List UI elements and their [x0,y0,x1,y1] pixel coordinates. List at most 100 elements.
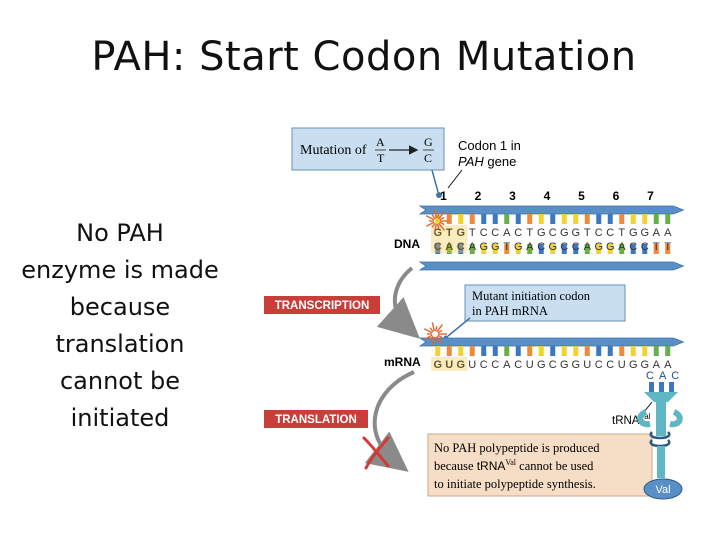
base-letter: C [514,359,522,371]
backbone [418,261,685,271]
base-tick [573,346,579,356]
codon-callout-line2: PAH gene [458,154,516,169]
base-tick [619,214,625,224]
base-letter: C [491,359,499,371]
base-letter: C [606,227,614,239]
mutation-burst-icon [423,322,447,346]
base-letter: G [629,227,638,239]
base-letter: T [526,227,533,239]
mutation-from-top: A [376,135,385,149]
base-letter: T [503,241,510,253]
base-tick [515,214,521,224]
translation-label: TRANSLATION [275,414,357,426]
codon-number: 6 [613,189,620,203]
base-tick [527,244,533,254]
base-letter: C [491,227,499,239]
base-letter: A [664,359,672,371]
base-letter: G [433,227,442,239]
translation-label-box [264,410,368,428]
mutation-box [291,127,445,171]
base-tick [446,346,452,356]
base-tick [630,214,636,224]
base-letter: T [469,227,476,239]
base-letter: A [618,241,626,253]
base-letter: G [560,359,569,371]
base-tick [469,214,475,224]
mutant-codon-line2: in PAH mRNA [472,304,548,318]
backbone [418,205,685,215]
base-letter: C [595,359,603,371]
base-letter: G [479,241,488,253]
codon-number: 4 [544,189,551,203]
base-tick [469,244,475,254]
side-text-line: enzyme is made [21,256,219,284]
base-tick [550,214,556,224]
first-codon-highlight [431,239,468,253]
base-tick [642,346,648,356]
base-tick [573,214,579,224]
base-letter: A [664,227,672,239]
side-text-line: No PAH [76,219,164,247]
base-letter: G [640,227,649,239]
side-text: No PAH enzyme is made because translatio… [20,215,220,437]
base-letter: A [653,227,661,239]
base-tick [458,346,464,356]
base-tick [665,214,671,224]
mutant-codon-line1: Mutant initiation codon [472,289,591,303]
base-letter: U [445,359,453,371]
base-letter: C [480,227,488,239]
backbone [418,337,685,347]
base-tick [561,346,567,356]
base-letter: T [618,227,625,239]
codon-number: 7 [647,189,654,203]
base-letter: C [572,241,580,253]
base-letter: C [537,241,545,253]
base-letter: G [571,359,580,371]
codon-number: 1 [440,189,447,203]
base-letter: T [584,227,591,239]
base-letter: C [560,241,568,253]
base-tick [469,346,475,356]
base-tick [458,214,464,224]
base-tick [515,346,521,356]
codon-callout-rest: gene [484,154,517,169]
base-tick [515,244,521,254]
codon-number: 5 [578,189,585,203]
result-line1: No PAH polypeptide is produced [434,441,600,455]
base-letter: U [583,359,591,371]
base-letter: C [629,241,637,253]
base-letter: G [456,227,465,239]
side-text-line: cannot be [59,367,181,395]
base-tick [561,214,567,224]
base-letter: G [548,241,557,253]
first-codon-highlight [431,225,468,239]
base-letter: G [514,241,523,253]
base-letter: C [595,227,603,239]
base-letter: A [469,241,477,253]
base-letter: C [480,359,488,371]
mrna-label: mRNA [384,355,421,369]
base-tick [607,244,613,254]
base-letter: T [653,241,660,253]
blocked-x-icon [362,436,390,470]
base-tick [538,214,544,224]
mutation-to-top: G [424,135,433,149]
base-letter: C [514,227,522,239]
base-tick [504,346,510,356]
base-letter: C [606,359,614,371]
base-tick [607,214,613,224]
base-tick [596,346,602,356]
base-tick [538,244,544,254]
base-tick [550,346,556,356]
base-tick [561,244,567,254]
base-tick [446,214,452,224]
transcription-label: TRANSCRIPTION [275,300,370,312]
base-letter: A [653,359,661,371]
base-tick [607,346,613,356]
base-letter: G [640,359,649,371]
base-letter: G [491,241,500,253]
base-tick [481,244,487,254]
base-tick [653,346,659,356]
